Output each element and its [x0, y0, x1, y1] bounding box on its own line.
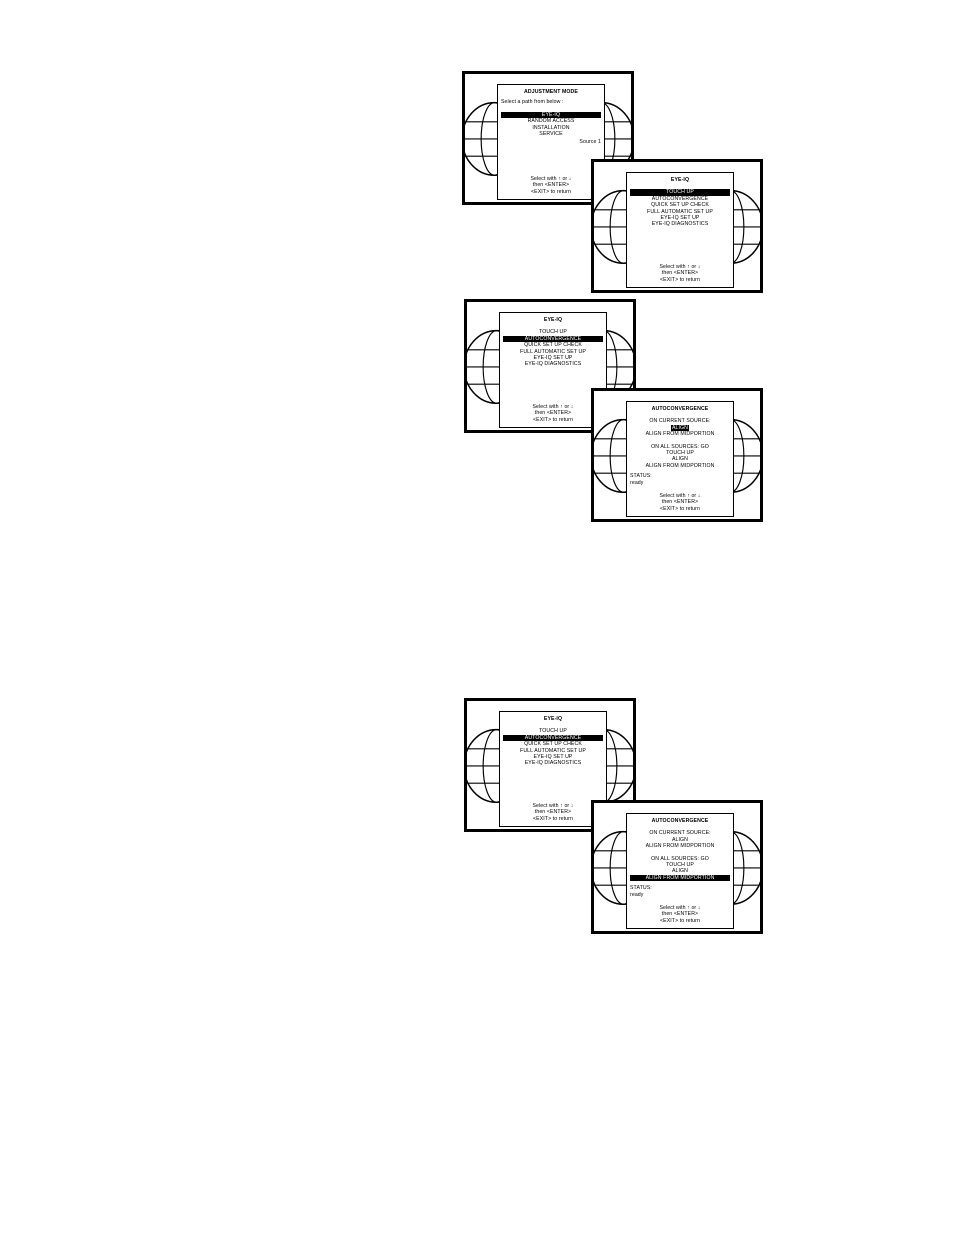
- menu-item-autoconvergence[interactable]: AUTOCONVERGENCE: [651, 195, 709, 202]
- menu-title: AUTOCONVERGENCE: [651, 818, 709, 824]
- menu-item-align-all[interactable]: ALIGN: [671, 868, 689, 875]
- navigation-hint: Select with ↑ or ↓ then <ENTER> <EXIT> t…: [627, 493, 733, 512]
- hint-exit: <EXIT> to return: [533, 416, 573, 423]
- menu-panel: AUTOCONVERGENCE ON CURRENT SOURCE: ALIGN…: [626, 401, 734, 517]
- navigation-hint: Select with ↑ or ↓ then <ENTER> <EXIT> t…: [500, 803, 606, 822]
- hint-select: Select with ↑ or ↓: [532, 403, 574, 410]
- menu-item-touch-up[interactable]: TOUCH UP: [666, 862, 694, 869]
- menu-item-full-automatic-set-up[interactable]: FULL AUTOMATIC SET UP: [647, 208, 713, 215]
- menu-panel: ADJUSTMENT MODE Select a path from below…: [497, 84, 605, 200]
- hint-enter: then <ENTER>: [534, 410, 572, 417]
- menu-item-quick-set-up-check[interactable]: QUICK SET UP CHECK: [524, 741, 582, 748]
- hint-select: Select with ↑ or ↓: [530, 175, 572, 182]
- current-source-label: ON CURRENT SOURCE:: [649, 418, 711, 425]
- menu-item-random-access[interactable]: RANDOM ACCESS: [527, 118, 575, 125]
- all-sources-label: ON ALL SOURCES: GO: [651, 443, 709, 450]
- menu-item-touch-up[interactable]: TOUCH UP: [539, 329, 567, 336]
- hint-enter: then <ENTER>: [532, 182, 570, 189]
- hint-enter: then <ENTER>: [661, 911, 699, 918]
- status-label: STATUS:: [630, 473, 652, 480]
- menu-panel: EYE-IQ TOUCH UP AUTOCONVERGENCE QUICK SE…: [499, 711, 607, 827]
- menu-item-touch-up[interactable]: TOUCH UP: [630, 189, 730, 196]
- menu-item-eye-iq-diagnostics[interactable]: EYE-IQ DIAGNOSTICS: [524, 361, 582, 368]
- screen-autoconvergence-align: AUTOCONVERGENCE ON CURRENT SOURCE: ALIGN…: [591, 388, 763, 522]
- navigation-hint: Select with ↑ or ↓ then <ENTER> <EXIT> t…: [498, 176, 604, 195]
- hint-exit: <EXIT> to return: [531, 188, 571, 195]
- menu-item-quick-set-up-check[interactable]: QUICK SET UP CHECK: [651, 202, 709, 209]
- menu-title: ADJUSTMENT MODE: [524, 89, 578, 95]
- hint-exit: <EXIT> to return: [533, 815, 573, 822]
- menu-item-eye-iq-set-up[interactable]: EYE-IQ SET UP: [533, 355, 573, 362]
- menu-item-eye-iq-set-up[interactable]: EYE-IQ SET UP: [533, 754, 573, 761]
- menu-item-align-from-midportion[interactable]: ALIGN FROM MIDPORTION: [645, 843, 715, 850]
- menu-item-align-from-midportion[interactable]: ALIGN FROM MIDPORTION: [645, 431, 715, 438]
- menu-title: EYE-IQ: [543, 716, 563, 722]
- menu-title: EYE-IQ: [670, 177, 690, 183]
- menu-item-eye-iq-diagnostics[interactable]: EYE-IQ DIAGNOSTICS: [524, 760, 582, 767]
- navigation-hint: Select with ↑ or ↓ then <ENTER> <EXIT> t…: [627, 905, 733, 924]
- menu-panel: EYE-IQ TOUCH UP AUTOCONVERGENCE QUICK SE…: [626, 172, 734, 288]
- screen-eye-iq-touch-up: EYE-IQ TOUCH UP AUTOCONVERGENCE QUICK SE…: [591, 159, 763, 293]
- menu-item-eye-iq-diagnostics[interactable]: EYE-IQ DIAGNOSTICS: [651, 221, 709, 228]
- navigation-hint: Select with ↑ or ↓ then <ENTER> <EXIT> t…: [500, 404, 606, 423]
- menu-item-align-all[interactable]: ALIGN: [671, 456, 689, 463]
- hint-enter: then <ENTER>: [661, 499, 699, 506]
- hint-exit: <EXIT> to return: [660, 917, 700, 924]
- status-value: ready: [630, 479, 644, 486]
- menu-item-full-automatic-set-up[interactable]: FULL AUTOMATIC SET UP: [520, 747, 586, 754]
- hint-select: Select with ↑ or ↓: [659, 263, 701, 270]
- menu-item-eye-iq[interactable]: EYE-IQ: [501, 111, 601, 119]
- menu-prompt: Select a path from below :: [501, 99, 564, 106]
- screen-autoconvergence-all-midportion: AUTOCONVERGENCE ON CURRENT SOURCE: ALIGN…: [591, 800, 763, 934]
- menu-panel: AUTOCONVERGENCE ON CURRENT SOURCE: ALIGN…: [626, 813, 734, 929]
- hint-exit: <EXIT> to return: [660, 505, 700, 512]
- menu-item-autoconvergence[interactable]: AUTOCONVERGENCE: [503, 734, 603, 742]
- menu-item-eye-iq-set-up[interactable]: EYE-IQ SET UP: [660, 215, 700, 222]
- source-label: Source 1: [579, 139, 601, 146]
- menu-item-align-from-midportion-all[interactable]: ALIGN FROM MIDPORTION: [645, 462, 715, 469]
- menu-item-touch-up[interactable]: TOUCH UP: [666, 450, 694, 457]
- menu-item-align[interactable]: ALIGN: [671, 836, 689, 843]
- menu-item-installation[interactable]: INSTALLATION: [532, 124, 570, 131]
- hint-enter: then <ENTER>: [534, 809, 572, 816]
- hint-select: Select with ↑ or ↓: [532, 802, 574, 809]
- menu-item-autoconvergence[interactable]: AUTOCONVERGENCE: [503, 335, 603, 343]
- screen-adjustment-mode: ADJUSTMENT MODE Select a path from below…: [462, 71, 634, 205]
- status-value: ready: [630, 891, 644, 898]
- screen-eye-iq-autoconvergence-2: EYE-IQ TOUCH UP AUTOCONVERGENCE QUICK SE…: [464, 698, 636, 832]
- hint-enter: then <ENTER>: [661, 270, 699, 277]
- hint-select: Select with ↑ or ↓: [659, 904, 701, 911]
- navigation-hint: Select with ↑ or ↓ then <ENTER> <EXIT> t…: [627, 264, 733, 283]
- menu-title: AUTOCONVERGENCE: [651, 406, 709, 412]
- menu-item-full-automatic-set-up[interactable]: FULL AUTOMATIC SET UP: [520, 348, 586, 355]
- menu-item-service[interactable]: SERVICE: [539, 131, 563, 138]
- menu-title: EYE-IQ: [543, 317, 563, 323]
- hint-select: Select with ↑ or ↓: [659, 492, 701, 499]
- menu-item-touch-up[interactable]: TOUCH UP: [539, 728, 567, 735]
- menu-item-align-from-midportion-all[interactable]: ALIGN FROM MIDPORTION: [630, 874, 730, 882]
- menu-item-align[interactable]: ALIGN: [671, 424, 689, 432]
- menu-item-quick-set-up-check[interactable]: QUICK SET UP CHECK: [524, 342, 582, 349]
- menu-panel: EYE-IQ TOUCH UP AUTOCONVERGENCE QUICK SE…: [499, 312, 607, 428]
- current-source-label: ON CURRENT SOURCE:: [649, 830, 711, 837]
- status-label: STATUS:: [630, 885, 652, 892]
- hint-exit: <EXIT> to return: [660, 276, 700, 283]
- all-sources-label: ON ALL SOURCES: GO: [651, 855, 709, 862]
